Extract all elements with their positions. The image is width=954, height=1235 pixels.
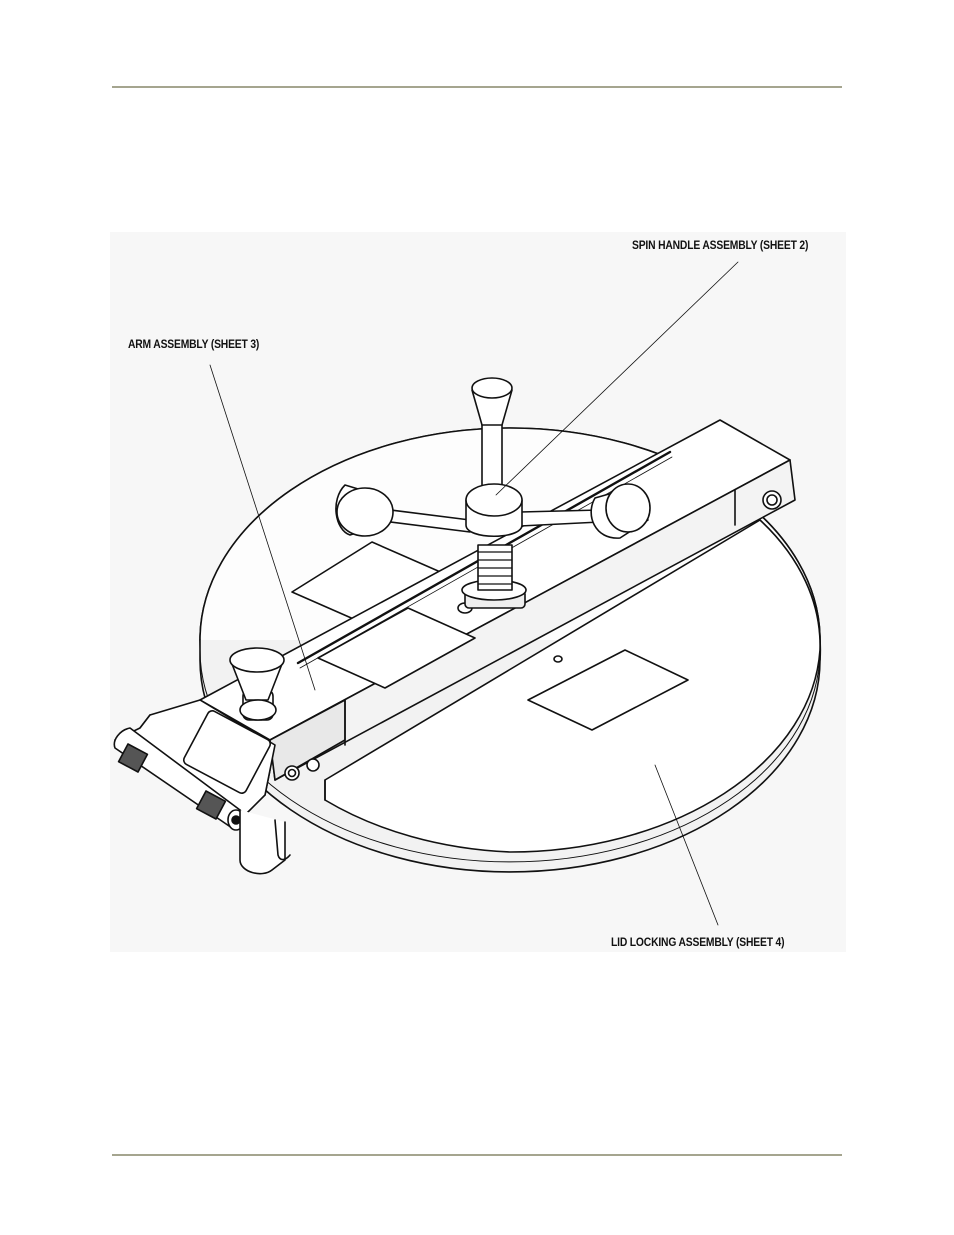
lid-label-plate	[527, 649, 689, 731]
arm-label-plate	[317, 607, 476, 689]
leader-spin-handle	[495, 261, 739, 496]
header-rule	[112, 86, 842, 88]
arm-knob	[229, 647, 285, 721]
lid-hole	[553, 655, 563, 663]
assembly-illustration	[110, 232, 846, 952]
arm-handle	[113, 699, 320, 875]
footer-rule	[112, 1154, 842, 1156]
spin-handle-label: SPIN HANDLE ASSEMBLY (SHEET 2)	[632, 238, 809, 252]
lid-locking-assembly	[324, 519, 821, 853]
arm-assembly-label: ARM ASSEMBLY (SHEET 3)	[128, 337, 260, 351]
leader-arm	[209, 364, 316, 691]
arm-end-bolt	[762, 490, 782, 510]
lid-locking-label: LID LOCKING ASSEMBLY (SHEET 4)	[611, 935, 785, 949]
spin-handle-assembly	[335, 377, 651, 609]
leader-lid-locking	[654, 764, 719, 926]
